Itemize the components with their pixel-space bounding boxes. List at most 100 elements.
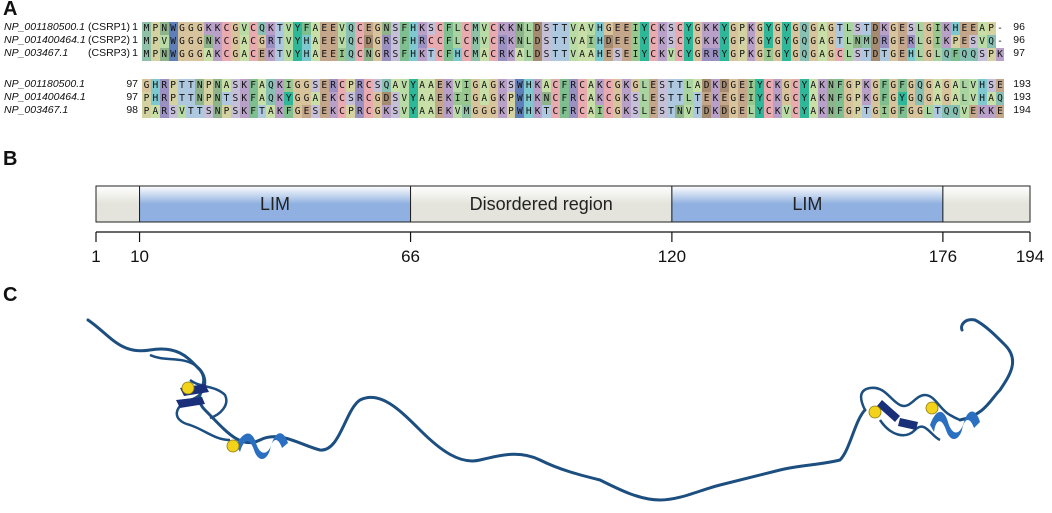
residue: Y: [799, 105, 809, 118]
residue: E: [959, 22, 969, 35]
residue: V: [159, 35, 169, 48]
residue: G: [257, 35, 267, 48]
residue: V: [399, 92, 409, 105]
residue: Q: [346, 35, 356, 48]
residue: C: [488, 35, 498, 48]
panel-c-letter: C: [3, 284, 18, 306]
residue: K: [497, 92, 507, 105]
residue: I: [630, 35, 640, 48]
residue: T: [542, 105, 551, 118]
sequence-start-position: 1: [132, 21, 138, 33]
residue: G: [373, 22, 383, 35]
residue: A: [204, 48, 214, 61]
residue: C: [577, 92, 587, 105]
residue: L: [915, 35, 925, 48]
residue: Q: [959, 48, 969, 61]
residue: E: [648, 79, 658, 92]
residue: V: [959, 105, 969, 118]
residue: G: [479, 105, 489, 118]
residue: G: [906, 92, 916, 105]
residue: F: [951, 48, 960, 61]
residue: S: [986, 79, 996, 92]
residue: A: [951, 92, 960, 105]
residue: K: [595, 79, 605, 92]
residue: K: [266, 22, 276, 35]
residue: S: [426, 22, 436, 35]
residue: G: [773, 35, 783, 48]
residue: H: [408, 48, 418, 61]
residue: F: [835, 79, 845, 92]
residue: G: [470, 92, 480, 105]
residue: K: [657, 35, 667, 48]
residue: T: [666, 79, 676, 92]
residue: K: [986, 105, 996, 118]
residue: E: [968, 105, 978, 118]
residue: A: [951, 79, 960, 92]
residue: A: [586, 79, 596, 92]
residue: A: [986, 92, 996, 105]
residue: G: [871, 105, 880, 118]
residue: Y: [719, 48, 729, 61]
residue: S: [390, 35, 400, 48]
residue: T: [177, 92, 187, 105]
residue: D: [702, 79, 711, 92]
residue: C: [355, 22, 365, 35]
residue: H: [595, 35, 605, 48]
residue: K: [746, 35, 756, 48]
residue: G: [888, 48, 898, 61]
residue: G: [293, 92, 303, 105]
residue: C: [791, 79, 800, 92]
residue: T: [666, 92, 676, 105]
residue: P: [204, 92, 214, 105]
residue: Y: [782, 48, 792, 61]
residue: E: [719, 92, 729, 105]
residue: R: [328, 79, 338, 92]
residue: V: [284, 35, 294, 48]
residue: R: [497, 35, 507, 48]
residue: T: [275, 35, 285, 48]
residue: H: [977, 79, 987, 92]
residue: K: [879, 22, 889, 35]
residue: K: [444, 105, 454, 118]
residue: E: [995, 79, 1005, 92]
residue: C: [791, 92, 800, 105]
backbone-coil: [86, 318, 867, 502]
residue: K: [817, 105, 827, 118]
residue: K: [995, 48, 1005, 61]
residue: H: [524, 79, 534, 92]
residue: S: [853, 48, 863, 61]
residue: E: [435, 79, 445, 92]
residue: K: [417, 48, 427, 61]
residue: V: [977, 35, 987, 48]
residue: S: [310, 79, 320, 92]
residue: T: [559, 22, 569, 35]
residue: K: [239, 105, 249, 118]
domain-label: LIM: [260, 194, 290, 214]
residue: Q: [382, 79, 391, 92]
sequence-start-position: 1: [132, 47, 138, 59]
residue: C: [791, 105, 800, 118]
residue: F: [897, 105, 907, 118]
residue: H: [595, 48, 605, 61]
residue: N: [204, 35, 214, 48]
residue: S: [390, 92, 400, 105]
residue: C: [355, 48, 365, 61]
residue: C: [355, 35, 365, 48]
residue: C: [222, 35, 231, 48]
residue: Q: [915, 79, 925, 92]
residue: C: [764, 92, 774, 105]
residue: T: [275, 22, 285, 35]
residue: C: [364, 92, 374, 105]
residue: G: [195, 35, 205, 48]
residue: V: [399, 105, 409, 118]
residue: T: [675, 79, 685, 92]
residue: S: [666, 22, 676, 35]
residue: C: [604, 92, 614, 105]
residue: A: [426, 79, 436, 92]
residue: G: [808, 35, 818, 48]
residue: G: [888, 105, 898, 118]
residue: T: [862, 105, 872, 118]
residue: S: [630, 92, 640, 105]
residue: Y: [782, 35, 792, 48]
residue: L: [915, 22, 925, 35]
